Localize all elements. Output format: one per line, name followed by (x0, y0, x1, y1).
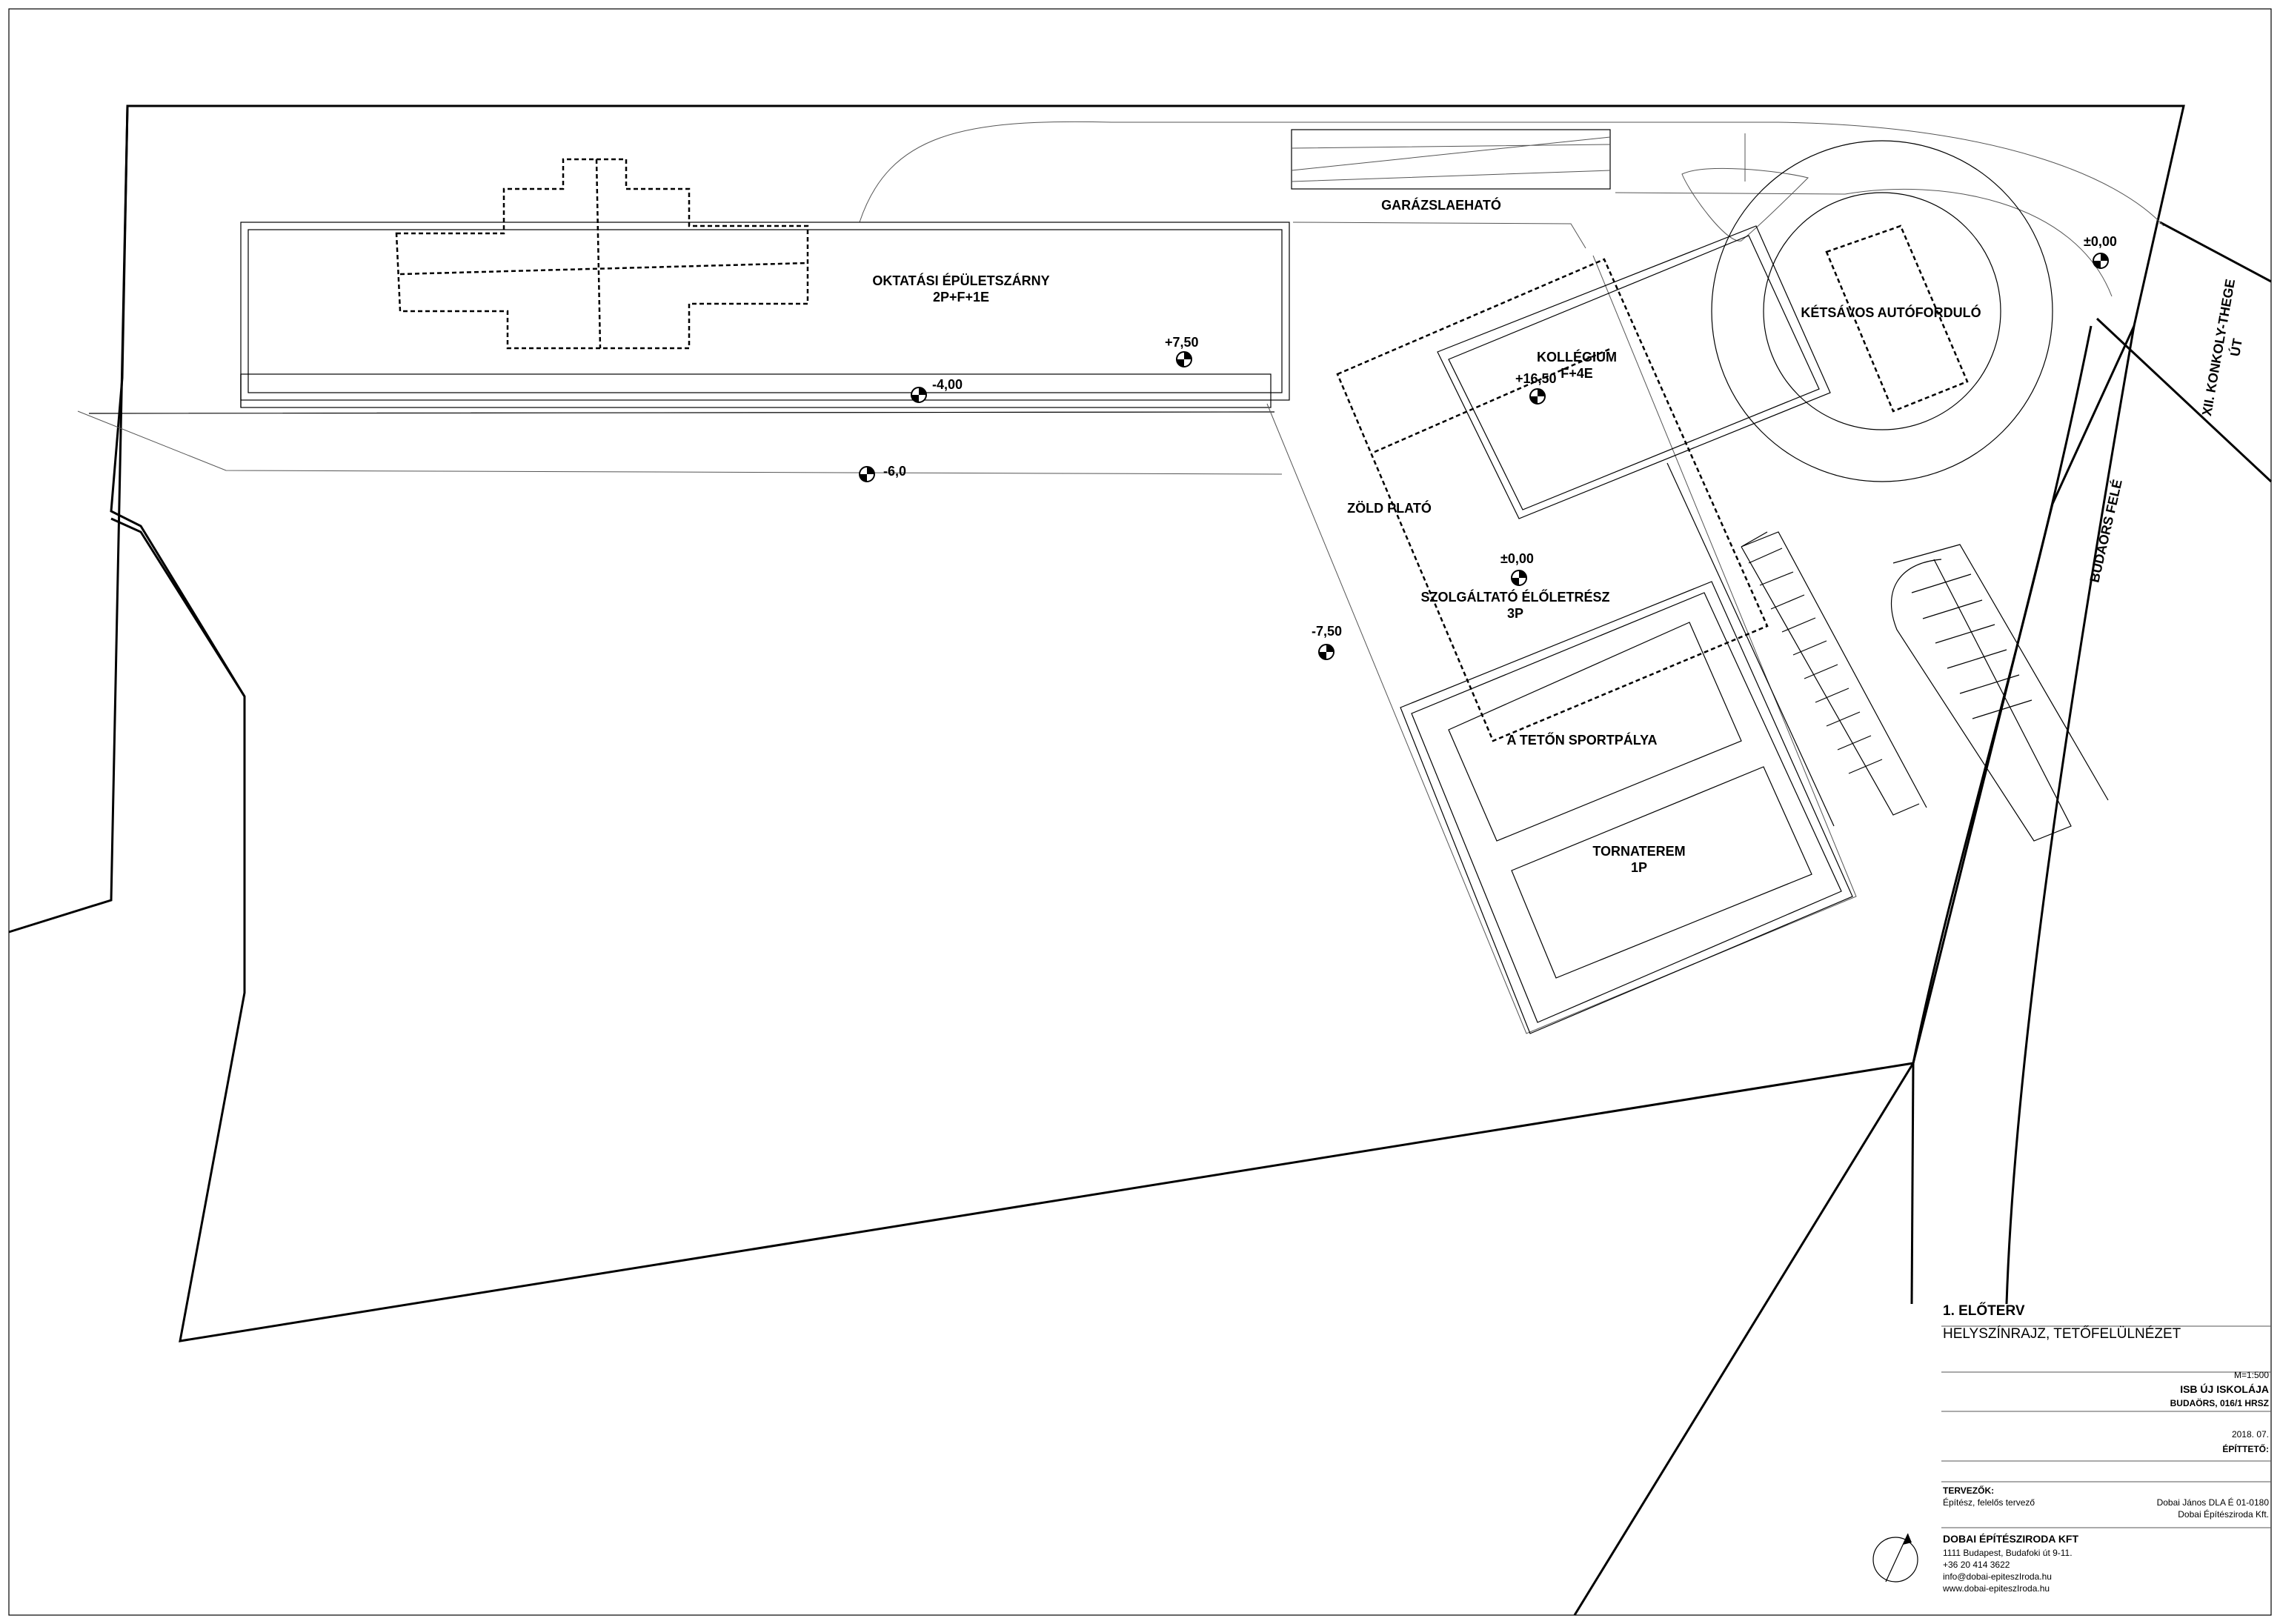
tb-plan-number: 1. ELŐTERV (1943, 1302, 2025, 1319)
road-edge-2 (1573, 1062, 1915, 1616)
level-text-zero-road: ±0,00 (2084, 234, 2117, 249)
label-oktatasi-sub: 2P+F+1E (933, 290, 989, 304)
tb-date: 2018. 07. (2232, 1429, 2269, 1440)
roundabout-inner (1763, 192, 2001, 430)
gym-outer (1400, 581, 1853, 1034)
title-block: 1. ELŐTERV HELYSZÍNRAJZ, TETŐFELÜLNÉZET … (1872, 1302, 2271, 1594)
tb-scale: M=1:500 (2234, 1370, 2269, 1380)
level-marker-plus1650: +16,50 (1515, 371, 1557, 405)
path-line-left (77, 410, 1283, 475)
level-text-zero-center: ±0,00 (1500, 551, 1534, 566)
island (1681, 167, 1809, 242)
level-text-plus1650: +16,50 (1515, 371, 1557, 386)
label-szolgaltato-sub: 3P (1507, 606, 1523, 621)
tb-location: BUDAÖRS, 016/1 HRSZ (2170, 1397, 2269, 1408)
tb-email: info@dobai-epiteszIroda.hu (1943, 1571, 2052, 1582)
label-kollegium-sub: F+4E (1561, 366, 1593, 381)
tb-designer-name: Dobai János DLA É 01-0180 (2157, 1497, 2270, 1508)
tb-phone: +36 20 414 3622 (1943, 1560, 2010, 1570)
tb-client-label: ÉPÍTTETŐ: (2222, 1443, 2269, 1454)
road-edge-1 (1910, 1062, 1915, 1305)
label-zold-plato: ZÖLD PLATÓ (1347, 500, 1432, 516)
tb-firm-name: DOBAI ÉPÍTÉSZIRODA KFT (1943, 1533, 2078, 1545)
garage-ramp-lines (1291, 136, 1611, 182)
level-marker-minus60: -6,0 (859, 464, 906, 482)
label-kollegium: KOLLÉGIUM (1537, 349, 1617, 365)
budaors-road-right (2005, 325, 2136, 1305)
level-marker-zero-road: ±0,00 (2084, 234, 2117, 269)
label-garazs: GARÁZSLAEHATÓ (1381, 197, 1501, 213)
site-boundary (110, 104, 2185, 1342)
label-tornaterem: TORNATEREM (1592, 844, 1685, 859)
sport-field (1448, 622, 1742, 842)
level-marker-plus750: +7,50 (1165, 335, 1199, 367)
sheet-border (8, 8, 2272, 1616)
konkoly-road-bottom (2095, 317, 2273, 483)
konkoly-road-top (2159, 221, 2272, 283)
education-wing-lower-edge (88, 374, 1275, 414)
cross-dashed-outline (395, 158, 809, 350)
label-sportpalya: A TETŐN SPORTPÁLYA (1506, 732, 1657, 748)
level-text-minus400: -4,00 (932, 377, 963, 392)
tb-address: 1111 Budapest, Budafoki út 9-11. (1943, 1548, 2073, 1558)
level-text-plus750: +7,50 (1165, 335, 1199, 350)
budaors-road-left (1912, 325, 2093, 1064)
level-marker-minus400: -4,00 (911, 377, 963, 403)
education-wing-inner (247, 229, 1283, 393)
boundary-left-ext (8, 105, 129, 934)
education-wing-outer (240, 222, 1290, 401)
tb-project: ISB ÚJ ISKOLÁJA (2180, 1382, 2269, 1395)
level-marker-zero-center: ±0,00 (1500, 551, 1534, 586)
gym-inner (1411, 592, 1842, 1023)
kollegium-outer (1437, 225, 1831, 519)
dashed-cut (1374, 347, 1612, 453)
cross-axis (399, 159, 808, 349)
tb-designer-firm: Dobai Építésziroda Kft. (2178, 1508, 2269, 1520)
gym-hall (1511, 766, 1812, 979)
label-autofordulo: KÉTSÁVOS AUTÓFORDULÓ (1801, 304, 1981, 320)
level-marker-minus750: -7,50 (1312, 624, 1342, 660)
level-text-minus750: -7,50 (1312, 624, 1342, 639)
label-oktatasi: OKTATÁSI ÉPÜLETSZÁRNY (872, 273, 1049, 288)
boundary-left-inner (110, 517, 246, 697)
access-road-outer (859, 121, 2164, 227)
label-tornaterem-sub: 1P (1631, 860, 1647, 875)
level-text-minus60: -6,0 (883, 464, 906, 479)
garage-ramp (1291, 129, 1611, 190)
parking-left (1666, 462, 1927, 827)
label-konkoly-ut: ÚT (2227, 337, 2245, 357)
tb-designers-label: TERVEZŐK: (1943, 1485, 1994, 1496)
roundabout-outer (1711, 140, 2053, 482)
roundabout-dashed-box (1825, 224, 1969, 413)
connector (1292, 222, 1586, 249)
parking-right (1890, 544, 2109, 842)
access-road-inner (1615, 188, 2113, 297)
north-arrow-icon (1872, 1533, 1918, 1583)
tb-plan-title: HELYSZÍNRAJZ, TETŐFELÜLNÉZET (1943, 1325, 2181, 1342)
label-szolgaltato: SZOLGÁLTATÓ ÉLŐLETRÉSZ (1421, 589, 1610, 605)
tb-web: www.dobai-epiteszIroda.hu (1942, 1583, 2050, 1594)
tb-role: Építész, felelős tervező (1943, 1497, 2035, 1508)
kollegium-inner (1448, 235, 1820, 510)
dashed-building (1336, 258, 1769, 742)
